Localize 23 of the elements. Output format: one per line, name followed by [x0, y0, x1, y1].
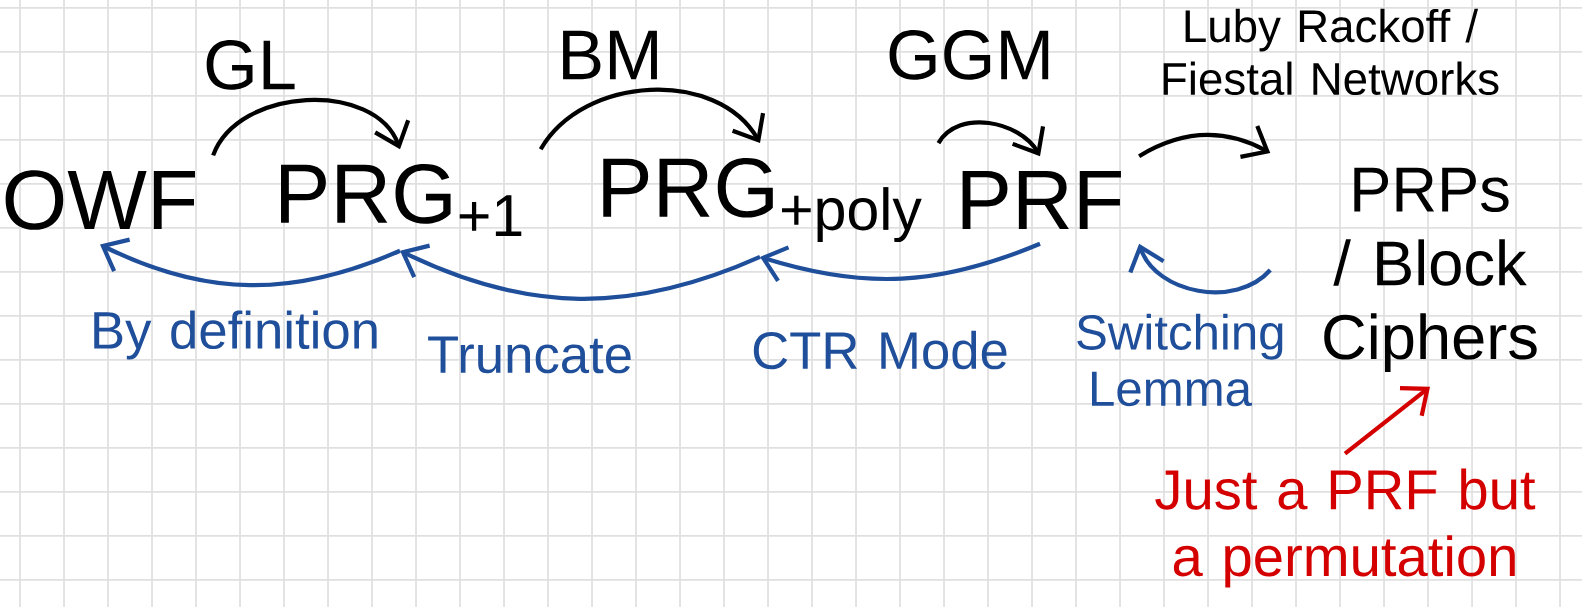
edge-label: Switching Lemma [1077, 313, 1283, 407]
arrow [211, 98, 411, 157]
concept-label: PRF [962, 170, 1121, 229]
edge-label: GGM [889, 30, 1049, 80]
note-text: Just a PRF but a permutation [1155, 468, 1536, 588]
arrow [1128, 243, 1272, 295]
edge-label: CTR Mode [753, 330, 1007, 370]
concept-label: PRG$_{+poly}$ [603, 157, 922, 243]
edge-label: GL [206, 40, 295, 90]
concept-label: PRG$_{+1}$ [281, 164, 522, 236]
concept-label: OWF [5, 170, 195, 230]
arrow [100, 237, 401, 288]
edge-label: Luby Rackoff / Fiestal Networks [1163, 8, 1499, 96]
arrow [400, 243, 761, 301]
arrow [1138, 125, 1271, 159]
arrow [936, 120, 1046, 157]
edge-label: By definition [94, 310, 377, 360]
arrow [760, 241, 1041, 283]
edge-label: BM [563, 30, 657, 80]
arrow [1343, 386, 1430, 456]
concept-label: PRPs / Block Ciphers [1324, 167, 1537, 373]
edge-label: Truncate [428, 336, 631, 374]
arrow [539, 87, 766, 151]
